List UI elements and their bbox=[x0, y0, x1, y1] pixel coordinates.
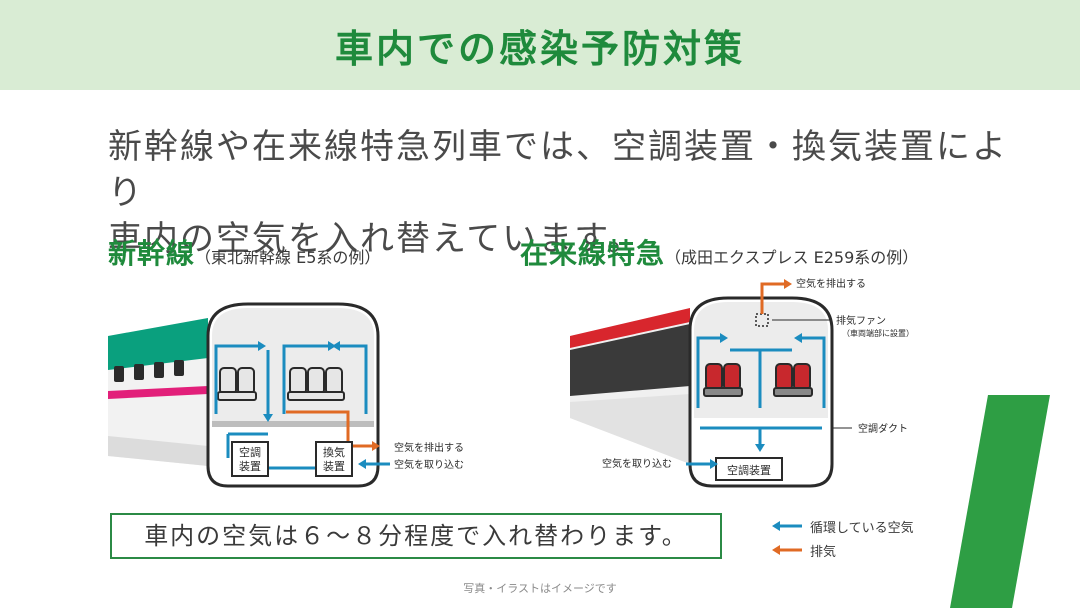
e5-vent-unit bbox=[315, 441, 353, 477]
e5-intake-arrow bbox=[358, 459, 390, 469]
lead-line-1: 新幹線や在来線特急列車では、空調装置・換気装置により bbox=[108, 127, 1008, 213]
e5-intake-label: 空気を取り込む bbox=[394, 458, 464, 471]
e5-exhaust-label: 空気を排出する bbox=[394, 441, 464, 454]
legend-exhaust: 排気 bbox=[772, 538, 914, 562]
e259-intake-label: 空気を取り込む bbox=[602, 457, 672, 470]
e5-vent-unit-label-1: 換気 bbox=[323, 445, 345, 459]
legend-circulating: 循環している空気 bbox=[772, 514, 914, 538]
e259-duct-label: 空調ダクト bbox=[858, 422, 908, 435]
shinkansen-diagram: 空調 装置 換気 装置 空気を排出する 空気を取り込む bbox=[108, 302, 464, 488]
blue-arrow-icon bbox=[772, 521, 802, 531]
legend-exhaust-label: 排気 bbox=[810, 544, 837, 560]
limited-express-heading: 在来線特急（成田エクスプレス E259系の例） bbox=[520, 232, 918, 272]
e259-ac-unit-label: 空調装置 bbox=[727, 463, 771, 477]
limited-express-title: 在来線特急 bbox=[520, 237, 666, 270]
limited-express-diagram: 空気を排出する 排気ファン （車両端部に設置） 空調ダクト 空調装置 空気を取り… bbox=[570, 277, 914, 488]
e259-arrowheads bbox=[720, 333, 802, 452]
orange-arrow-icon bbox=[772, 545, 802, 555]
summary-box: 車内の空気は６～８分程度で入れ替わります。 bbox=[110, 513, 722, 559]
e5-circulation-arrows bbox=[214, 344, 368, 470]
limited-express-subtitle: （成田エクスプレス E259系の例） bbox=[665, 248, 919, 267]
e5-train-body bbox=[108, 318, 208, 466]
e259-fan-label: 排気ファン bbox=[836, 314, 886, 327]
e259-ac-unit bbox=[715, 457, 783, 481]
e259-fan-note: （車両端部に設置） bbox=[842, 328, 914, 338]
e5-ac-unit bbox=[231, 441, 269, 477]
e259-exhaust-arrow bbox=[760, 279, 792, 314]
e5-ac-unit-label-2: 装置 bbox=[239, 460, 261, 473]
e259-exhaust-label: 空気を排出する bbox=[796, 277, 866, 290]
legend-circulating-label: 循環している空気 bbox=[810, 520, 914, 536]
e259-intake-arrow bbox=[686, 459, 718, 469]
e5-ac-unit-label-1: 空調 bbox=[239, 445, 261, 459]
e259-seats bbox=[703, 363, 813, 397]
page-title: 車内での感染予防対策 bbox=[334, 27, 745, 71]
lead-text: 新幹線や在来線特急列車では、空調装置・換気装置により 車内の空気を入れ替えていま… bbox=[108, 124, 1008, 262]
lead-line-2: 車内の空気を入れ替えています。 bbox=[108, 219, 643, 259]
header-bar: 車内での感染予防対策 bbox=[0, 0, 1080, 90]
decorative-green-stripe bbox=[950, 395, 1050, 608]
shinkansen-title: 新幹線 bbox=[108, 237, 196, 270]
e5-seats bbox=[217, 367, 345, 401]
e5-exhaust-arrow bbox=[286, 410, 380, 451]
e259-train-body bbox=[570, 308, 690, 464]
image-caption: 写真・イラストはイメージです bbox=[463, 582, 617, 595]
e259-circulation-arrows bbox=[696, 336, 826, 444]
shinkansen-heading: 新幹線（東北新幹線 E5系の例） bbox=[108, 232, 380, 272]
legend: 循環している空気 排気 bbox=[772, 514, 914, 562]
shinkansen-subtitle: （東北新幹線 E5系の例） bbox=[195, 248, 381, 267]
e5-vent-unit-label-2: 装置 bbox=[323, 460, 345, 473]
